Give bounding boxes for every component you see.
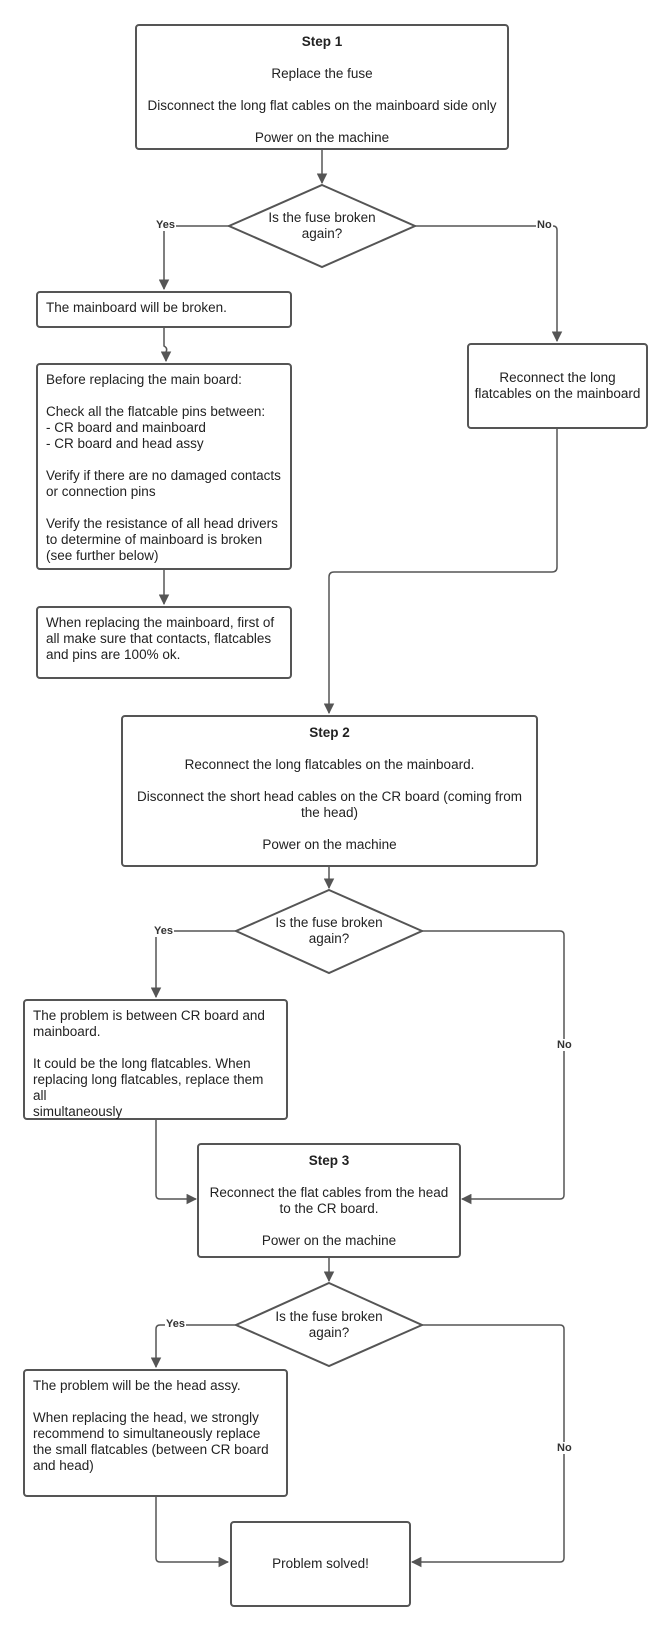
edge-reconnect-step2 bbox=[323, 429, 558, 715]
before-line-2 bbox=[46, 388, 282, 404]
problem-solved-box: Problem solved! bbox=[230, 1521, 411, 1607]
when-replacing-box: When replacing the mainboard, first of a… bbox=[36, 606, 292, 679]
before-line-8: or connection pins bbox=[46, 484, 156, 499]
decision3-line-2: again? bbox=[308, 1325, 350, 1340]
edge-decision3-yes bbox=[150, 1324, 236, 1369]
step1-line-1: Replace the fuse bbox=[271, 66, 373, 81]
edge-decision2-no bbox=[422, 930, 565, 1205]
problem-cr-line-2: mainboard. bbox=[33, 1024, 101, 1039]
decision2-line-2: again? bbox=[308, 931, 350, 946]
step3-line-1: Reconnect the flat cables from the head bbox=[209, 1185, 449, 1200]
reconnect-long-box: Reconnect the long flatcables on the mai… bbox=[467, 343, 648, 429]
problem-cr-line-5: replacing long flatcables, replace them … bbox=[33, 1072, 264, 1103]
edge-decision2-yes bbox=[150, 930, 236, 999]
when-line-1: When replacing the mainboard, first of bbox=[46, 615, 275, 630]
decision3-no-label: No bbox=[556, 1442, 573, 1454]
before-replacing-box: Before replacing the main board: Check a… bbox=[36, 363, 292, 570]
before-line-3: Check all the flatcable pins between: bbox=[46, 404, 266, 419]
problem-cr-line-3 bbox=[33, 1040, 278, 1056]
problem-head-line-3: When replacing the head, we strongly bbox=[33, 1410, 259, 1425]
step2-line-4: Power on the machine bbox=[262, 837, 397, 852]
step2-title: Step 2 bbox=[309, 725, 350, 740]
problem-cr-box: The problem is between CR board and main… bbox=[23, 999, 288, 1120]
problem-head-line-2 bbox=[33, 1394, 278, 1410]
problem-head-line-6: and head) bbox=[33, 1458, 94, 1473]
decision1-text: Is the fuse broken again? bbox=[252, 208, 392, 244]
edge-mainboard-before bbox=[160, 328, 172, 363]
before-line-6 bbox=[46, 452, 282, 468]
when-line-2: all make sure that contacts, flatcables bbox=[46, 631, 272, 646]
step1-line-2: Disconnect the long flat cables on the m… bbox=[147, 98, 497, 113]
problem-head-line-5: the small flatcables (between CR board bbox=[33, 1442, 269, 1457]
decision1-no-label: No bbox=[536, 219, 553, 231]
problem-cr-line-1: The problem is between CR board and bbox=[33, 1008, 265, 1023]
before-line-12: (see further below) bbox=[46, 548, 159, 563]
before-line-11: to determine of mainboard is broken bbox=[46, 532, 263, 547]
reconnect-line-1: Reconnect the long bbox=[499, 370, 616, 385]
decision2-text: Is the fuse broken again? bbox=[259, 913, 399, 949]
step2-line-2: Disconnect the short head cables on the … bbox=[137, 789, 522, 804]
decision2-diamond bbox=[233, 888, 425, 975]
before-line-10: Verify the resistance of all head driver… bbox=[46, 516, 278, 531]
edge-decision1-yes bbox=[158, 225, 229, 291]
step3-title: Step 3 bbox=[308, 1153, 350, 1168]
decision1-diamond bbox=[226, 183, 418, 269]
when-line-3: and pins are 100% ok. bbox=[46, 647, 181, 662]
edge-decision1-no bbox=[415, 225, 563, 343]
decision3-diamond bbox=[233, 1281, 425, 1368]
step1-title: Step 1 bbox=[301, 34, 343, 49]
problem-head-line-1: The problem will be the head assy. bbox=[33, 1378, 241, 1393]
decision3-line-1: Is the fuse broken bbox=[275, 1309, 383, 1324]
mainboard-broken-box: The mainboard will be broken. bbox=[36, 291, 292, 328]
decision2-line-1: Is the fuse broken bbox=[275, 915, 383, 930]
decision2-yes-label: Yes bbox=[153, 925, 174, 937]
decision3-yes-label: Yes bbox=[165, 1318, 186, 1330]
before-line-9 bbox=[46, 500, 282, 516]
problem-head-line-4: recommend to simultaneously replace bbox=[33, 1426, 261, 1441]
decision1-line-2: again? bbox=[301, 226, 343, 241]
mainboard-broken-text: The mainboard will be broken. bbox=[46, 300, 227, 315]
step3-line-3: Power on the machine bbox=[261, 1233, 397, 1248]
step2-line-3: the head) bbox=[300, 805, 359, 820]
edge-decision3-no bbox=[410, 1324, 565, 1568]
reconnect-line-2: flatcables on the mainboard bbox=[474, 386, 641, 401]
before-line-5: - CR board and head assy bbox=[46, 436, 204, 451]
problem-cr-line-6: simultaneously bbox=[33, 1104, 123, 1119]
step1-box: Step 1 Replace the fuse Disconnect the l… bbox=[135, 24, 509, 150]
problem-head-box: The problem will be the head assy. When … bbox=[23, 1369, 288, 1497]
before-line-7: Verify if there are no damaged contacts bbox=[46, 468, 281, 483]
step3-box: Step 3 Reconnect the flat cables from th… bbox=[197, 1143, 461, 1258]
problem-solved-text: Problem solved! bbox=[272, 1556, 369, 1571]
step3-line-2: to the CR board. bbox=[279, 1201, 379, 1216]
decision3-text: Is the fuse broken again? bbox=[259, 1307, 399, 1343]
step1-line-3: Power on the machine bbox=[254, 130, 390, 145]
step2-line-1: Reconnect the long flatcables on the mai… bbox=[184, 757, 475, 772]
before-line-1: Before replacing the main board: bbox=[46, 372, 242, 387]
decision1-yes-label: Yes bbox=[155, 219, 176, 231]
edge-problemhead-solved bbox=[155, 1497, 230, 1568]
decision1-line-1: Is the fuse broken bbox=[268, 210, 376, 225]
problem-cr-line-4: It could be the long flatcables. When bbox=[33, 1056, 251, 1071]
step2-box: Step 2 Reconnect the long flatcables on … bbox=[121, 715, 538, 867]
edge-problemcr-step3 bbox=[155, 1120, 198, 1205]
before-line-4: - CR board and mainboard bbox=[46, 420, 206, 435]
decision2-no-label: No bbox=[556, 1039, 573, 1051]
